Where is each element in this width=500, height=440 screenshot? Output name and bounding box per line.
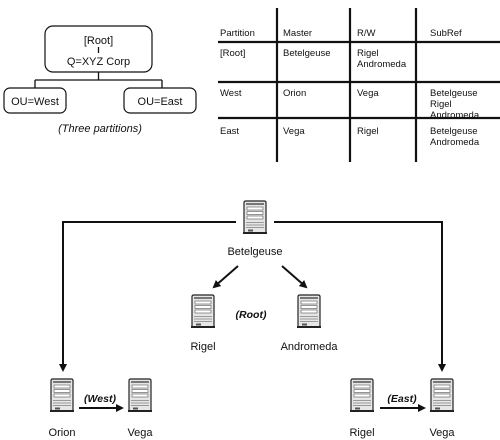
server-vega-east: Vega — [429, 378, 455, 439]
table-cell: West — [220, 88, 242, 99]
table-header: R/W — [357, 28, 376, 39]
arrow-to-vega-east — [274, 221, 446, 372]
server-betelgeuse: Betelgeuse — [227, 200, 283, 258]
server-tower-icon — [297, 294, 321, 328]
arrow-to-rigel — [212, 265, 239, 289]
replica-table: Partition Master R/W SubRef [Root] Betel… — [218, 8, 500, 162]
server-tower-icon — [128, 378, 152, 412]
root-label: [Root] — [84, 35, 113, 47]
server-label: Vega — [127, 427, 153, 439]
table-cell: Vega — [357, 88, 379, 99]
org-label: Q=XYZ Corp — [67, 56, 130, 68]
table-cell: Betelgeuse — [430, 88, 478, 99]
arrow-to-andromeda — [281, 265, 308, 289]
server-label: Betelgeuse — [227, 246, 282, 258]
table-cell: Betelgeuse — [430, 126, 478, 137]
partition-label-east: (East) — [387, 393, 417, 405]
server-label: Rigel — [349, 427, 374, 439]
table-cell: Rigel — [357, 48, 379, 59]
table-cell: Andromeda — [430, 110, 480, 121]
server-tower-icon — [50, 378, 74, 412]
server-orion: Orion — [49, 378, 76, 439]
server-rigel-east: Rigel — [349, 378, 375, 439]
server-tower-icon — [191, 294, 215, 328]
table-cell: [Root] — [220, 48, 245, 59]
server-rigel-root: Rigel — [190, 294, 216, 353]
server-tower-icon — [430, 378, 454, 412]
table-header: SubRef — [430, 28, 462, 39]
replication-arrows — [59, 221, 446, 412]
table-cell: Orion — [283, 88, 306, 99]
server-tower-icon — [243, 200, 267, 234]
partition-tree: [Root] Q=XYZ Corp OU=West OU=East (Three… — [3, 25, 197, 135]
table-cell: Vega — [283, 126, 305, 137]
table-header: Partition — [220, 28, 255, 39]
table-header: Master — [283, 28, 312, 39]
server-andromeda: Andromeda — [281, 294, 339, 353]
server-label: Orion — [49, 427, 76, 439]
table-cell: Andromeda — [430, 137, 480, 148]
ou-east-label: OU=East — [138, 96, 183, 108]
server-vega-west: Vega — [127, 378, 153, 439]
server-label: Andromeda — [281, 341, 339, 353]
server-label: Rigel — [190, 341, 215, 353]
tree-caption: (Three partitions) — [58, 123, 142, 135]
table-cell: Andromeda — [357, 59, 407, 70]
server-tower-icon — [350, 378, 374, 412]
ou-west-label: OU=West — [11, 96, 59, 108]
partition-label-west: (West) — [84, 393, 116, 405]
table-cell: Betelgeuse — [283, 48, 331, 59]
server-label: Vega — [429, 427, 455, 439]
arrow-to-orion — [59, 221, 236, 372]
ou-east-box — [123, 87, 197, 114]
table-cell: East — [220, 126, 239, 137]
table-cell: Rigel — [430, 99, 452, 110]
partition-label-root: (Root) — [236, 309, 267, 321]
table-cell: Rigel — [357, 126, 379, 137]
ou-west-box — [3, 87, 67, 114]
